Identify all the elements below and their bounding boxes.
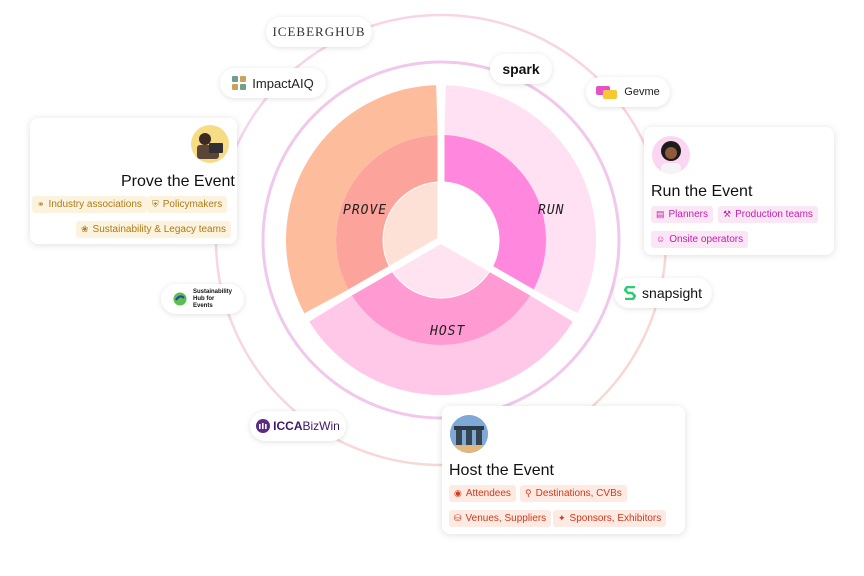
impactaiq-logo-icon [232, 76, 247, 90]
segment-middle-host [351, 270, 531, 345]
segment-outer-run [444, 85, 596, 314]
tag-sustainability-legacy-teams: ❀Sustainability & Legacy teams [76, 221, 231, 238]
snapsight-logo-pill[interactable]: snapsight [614, 278, 712, 308]
segment-label-host: HOST [430, 324, 466, 339]
segment-label-run: RUN [538, 203, 565, 218]
wrench-icon: ⚒ [723, 209, 732, 219]
host-avatar [450, 415, 488, 453]
segment-divider [439, 236, 582, 324]
iceberghub-logo-pill[interactable]: ICEBERGHUB [266, 17, 372, 47]
sustainability-hub-logo-pill[interactable]: Sustainability Hub for Events [161, 284, 244, 314]
host-card-title: Host the Event [449, 462, 554, 479]
user-circle-icon: ◉ [454, 488, 462, 498]
sparkle-icon: ✦ [558, 513, 566, 523]
segment-core-host [391, 240, 491, 298]
gevme-logo-pill[interactable]: Gevme [586, 77, 670, 107]
tag-sponsors-exhibitors: ✦Sponsors, Exhibitors [553, 510, 667, 527]
snapsight-logo-text: snapsight [642, 285, 702, 301]
award-icon: ⚭ [37, 199, 45, 209]
impactaiq-logo-text: ImpactAIQ [252, 75, 314, 91]
users-icon: ☺ [656, 234, 666, 244]
prove-avatar [191, 125, 229, 163]
tag-attendees: ◉Attendees [449, 485, 516, 502]
bizwin-logo-text: BizWin [302, 419, 340, 433]
gevme-logo-icon [596, 85, 618, 99]
icca-bizwin-logo-pill[interactable]: ICCA BizWin [250, 411, 346, 441]
prove-card-title: Prove the Event [121, 173, 235, 190]
sustainability-hub-logo-text: Sustainability Hub for Events [193, 288, 233, 309]
tag-production-teams: ⚒Production teams [718, 206, 818, 223]
spark-logo-text: spark [502, 61, 540, 77]
inner-orbit-ring [261, 60, 621, 420]
spark-logo-pill[interactable]: spark [490, 54, 552, 84]
segment-divider [300, 236, 443, 324]
shield-icon: ⛨ [152, 199, 159, 209]
impactaiq-logo-pill[interactable]: ImpactAIQ [220, 68, 326, 98]
segment-outer-host [309, 295, 573, 396]
leaf-icon: ❀ [81, 224, 89, 234]
run-avatar [652, 136, 690, 174]
host-the-event-card[interactable]: Host the Event ◉Attendees ⚲Destinations,… [442, 406, 685, 534]
tag-industry-associations: ⚭Industry associations [32, 196, 147, 213]
iceberghub-logo-text: ICEBERGHUB [272, 24, 366, 39]
database-icon: ⛁ [454, 513, 462, 523]
snapsight-logo-icon [623, 285, 637, 301]
segment-middle-run [442, 135, 546, 290]
tag-venues-suppliers: ⛁Venues, Suppliers [449, 510, 552, 527]
segment-outer-prove [286, 85, 438, 314]
run-card-title: Run the Event [651, 183, 753, 200]
sustainability-hub-logo-icon [173, 292, 187, 306]
gevme-logo-text: Gevme [624, 86, 660, 98]
run-the-event-card[interactable]: Run the Event ▤Planners ⚒Production team… [644, 127, 834, 255]
icca-logo-icon [256, 419, 271, 433]
tag-policymakers: ⛨Policymakers [147, 196, 228, 213]
tag-destinations-cvbs: ⚲Destinations, CVBs [520, 485, 627, 502]
prove-the-event-card[interactable]: Prove the Event ⚭Industry associations ⛨… [30, 118, 237, 244]
segment-label-prove: PROVE [343, 203, 388, 218]
clipboard-icon: ▤ [656, 209, 665, 219]
tag-planners: ▤Planners [651, 206, 713, 223]
map-pin-icon: ⚲ [525, 488, 532, 498]
icca-logo-text: ICCA [273, 419, 303, 433]
segment-middle-prove [335, 135, 440, 290]
tag-onsite-operators: ☺Onsite operators [651, 231, 749, 248]
